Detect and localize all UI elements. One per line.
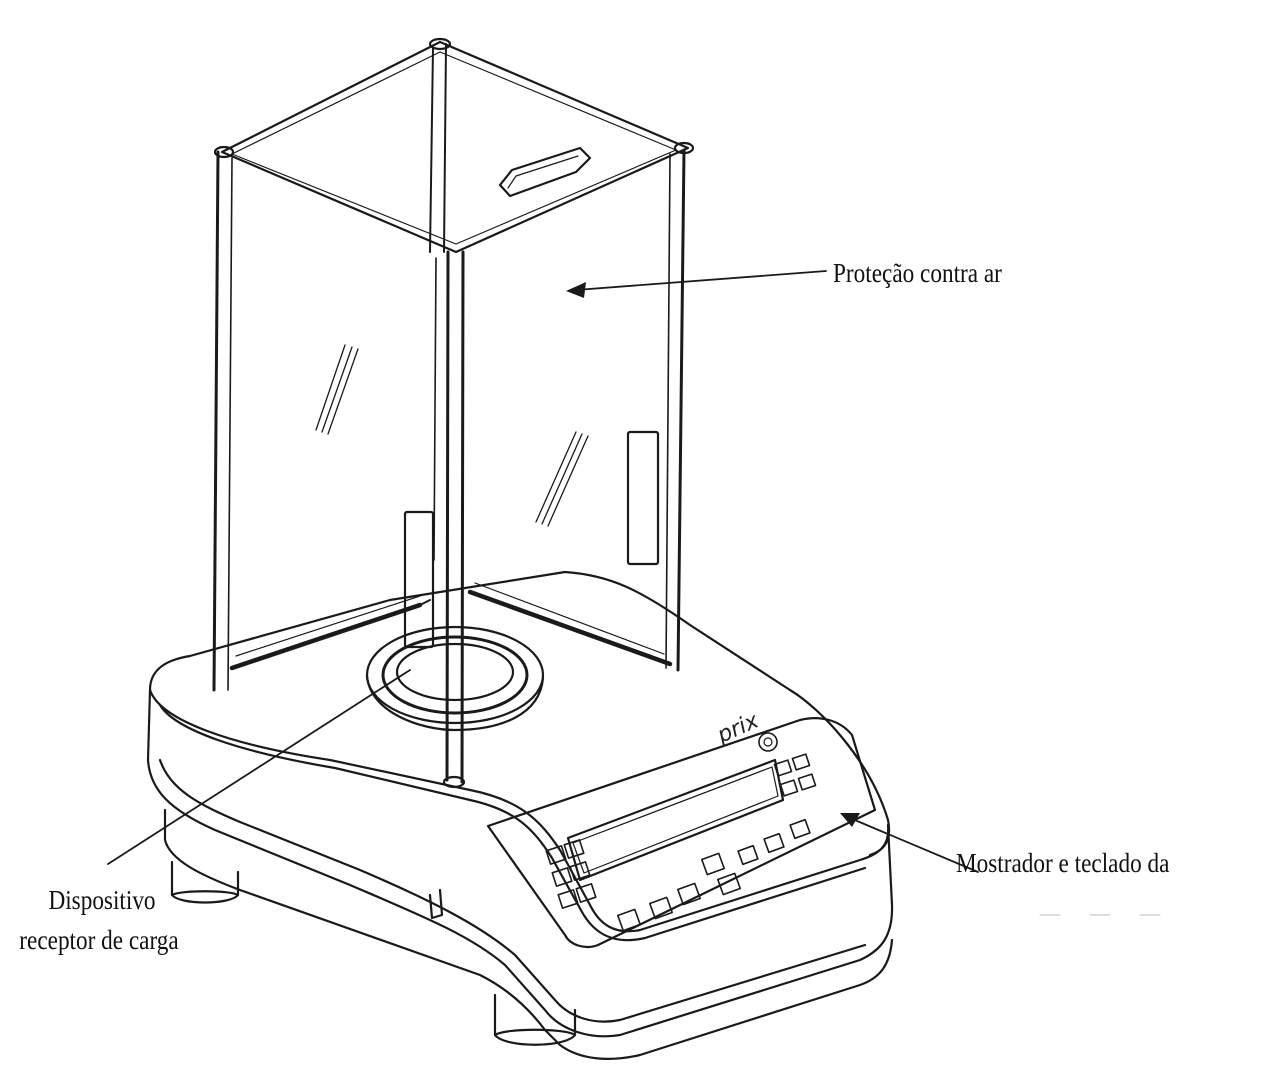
power-icon <box>758 732 778 752</box>
arrow-head-icon <box>840 813 860 827</box>
label-receiver-line1: Dispositivo <box>48 885 156 915</box>
draft-shield <box>212 37 695 789</box>
balance-base <box>146 570 894 1060</box>
air-protection-leader <box>575 270 827 291</box>
label-air-protection: Proteção contra ar <box>833 258 1002 288</box>
display-leader <box>849 817 979 873</box>
label-receiver-line2: receptor de carga <box>19 925 179 955</box>
receiver-leader <box>107 669 411 865</box>
weighing-pan <box>365 625 545 732</box>
lcd-screen <box>566 758 785 882</box>
keypad-keys <box>545 753 817 932</box>
label-display-keypad: Mostrador e teclado da <box>956 848 1170 878</box>
pointer-lines <box>107 270 979 873</box>
arrow-head-icon <box>566 282 586 298</box>
display-panel <box>486 717 877 949</box>
